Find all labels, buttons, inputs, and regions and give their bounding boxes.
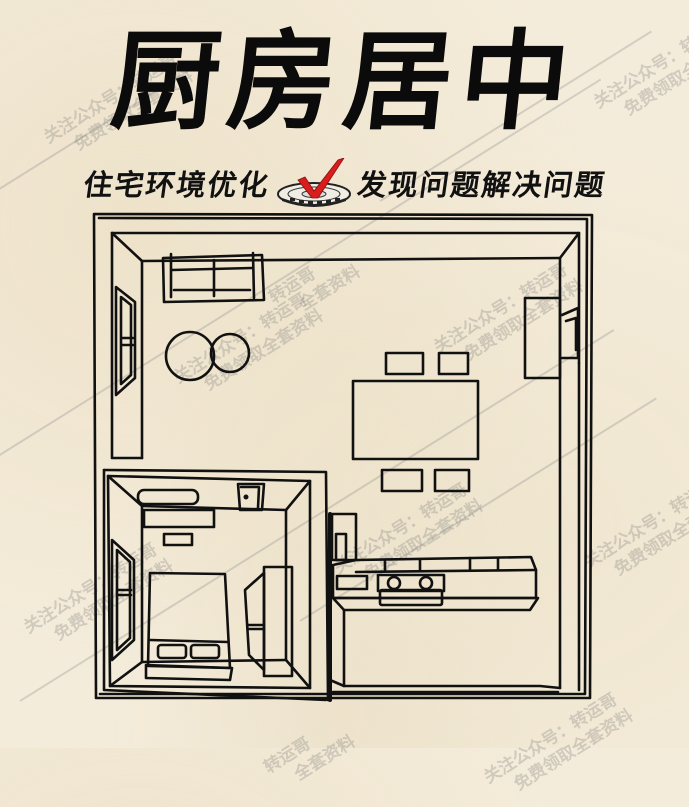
dining-table-icon — [351, 379, 480, 461]
wardrobe-icon — [243, 565, 294, 678]
chair-icon — [433, 468, 471, 493]
window-icon — [560, 306, 580, 360]
sofa-icon — [161, 251, 266, 304]
door-icon — [236, 482, 266, 512]
round-table-icon — [164, 330, 216, 382]
sink-icon — [335, 574, 369, 591]
kitchen — [328, 512, 562, 702]
subtitle: 住宅环境优化 发现问题解决问题 — [81, 157, 644, 208]
cabinet-icon — [523, 296, 562, 380]
compass-checkmark-icon — [274, 157, 354, 208]
living-room — [110, 231, 581, 692]
cabinet-icon — [334, 532, 348, 562]
chair-icon — [380, 468, 424, 493]
floor-plan-diagram — [92, 212, 594, 702]
picture-frame-icon — [162, 532, 194, 547]
window-icon — [110, 538, 136, 662]
shelf-icon — [142, 508, 216, 529]
outer-wall — [92, 212, 594, 700]
chair-icon — [437, 351, 470, 376]
bed-icon — [144, 571, 234, 682]
window-icon — [114, 285, 137, 397]
chair-icon — [384, 351, 425, 376]
air-conditioner-icon — [136, 488, 200, 506]
bedroom — [102, 468, 330, 702]
stove-icon — [376, 573, 446, 607]
round-table-icon — [209, 332, 251, 374]
